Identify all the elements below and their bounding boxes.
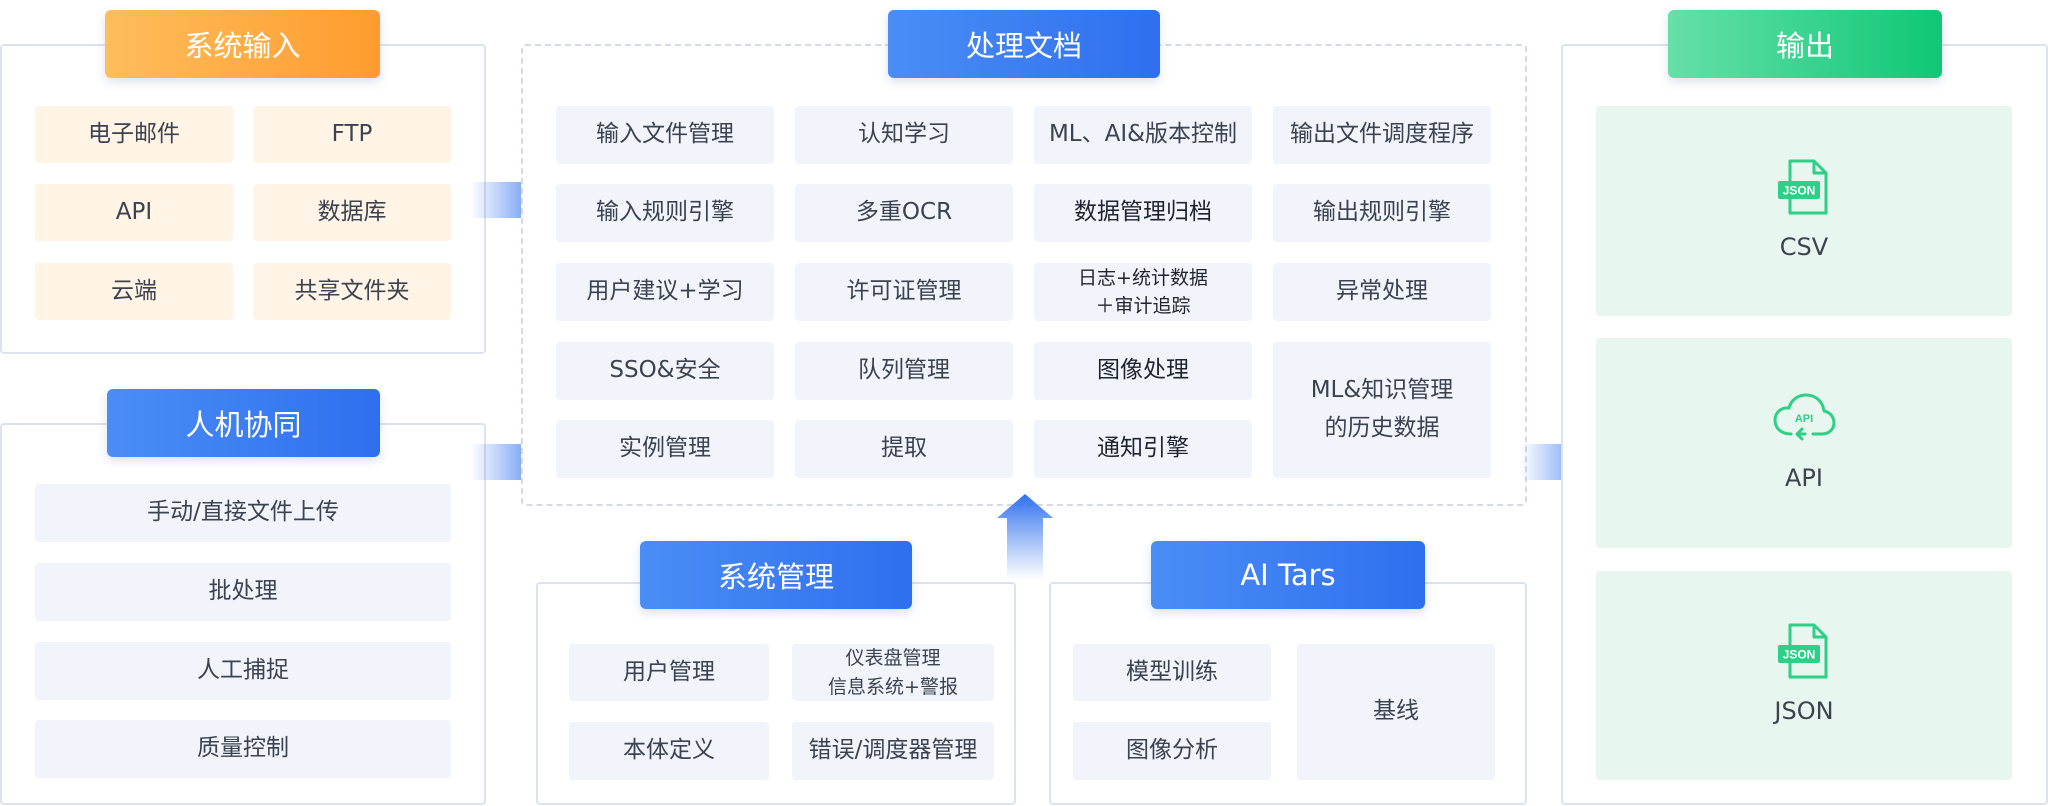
ai-model-training: 模型训练 (1073, 644, 1271, 701)
mgmt-ontology: 本体定义 (569, 722, 769, 780)
output-label-api: API (1785, 463, 1823, 492)
proc-image-processing: 图像处理 (1034, 342, 1252, 400)
ai-tars-title: AI Tars (1151, 541, 1425, 609)
output-item-api: API API (1596, 338, 2012, 548)
ai-image-analysis: 图像分析 (1073, 722, 1271, 780)
proc-instance-mgmt: 实例管理 (556, 420, 774, 478)
input-ftp: FTP (253, 106, 451, 163)
proc-data-archive: 数据管理归档 (1034, 184, 1252, 242)
proc-ml-ai-version: ML、AI&版本控制 (1034, 106, 1252, 164)
svg-text:JSON: JSON (1783, 648, 1816, 662)
human-capture: 人工捕捉 (35, 642, 451, 700)
proc-cognitive-learning: 认知学习 (795, 106, 1013, 164)
input-database: 数据库 (253, 184, 451, 241)
proc-input-file-mgmt: 输入文件管理 (556, 106, 774, 164)
proc-output-scheduler: 输出文件调度程序 (1273, 106, 1491, 164)
proc-exception-handling: 异常处理 (1273, 263, 1491, 321)
processing-title: 处理文档 (888, 10, 1160, 78)
system-mgmt-title: 系统管理 (640, 541, 912, 609)
proc-ml-knowledge-history: ML&知识管理 的历史数据 (1273, 342, 1491, 478)
system-input-title: 系统输入 (105, 10, 380, 78)
output-label-csv: CSV (1779, 232, 1829, 261)
api-cloud-icon: API (1773, 393, 1836, 441)
output-item-json: JSON JSON (1596, 571, 2012, 780)
input-api: API (35, 184, 233, 241)
proc-queue-mgmt: 队列管理 (795, 342, 1013, 400)
proc-multi-ocr: 多重OCR (795, 184, 1013, 242)
input-shared-folder: 共享文件夹 (253, 263, 451, 320)
input-email: 电子邮件 (35, 106, 233, 163)
input-cloud: 云端 (35, 263, 233, 320)
proc-notification-engine: 通知引擎 (1034, 420, 1252, 478)
human-batch: 批处理 (35, 563, 451, 621)
proc-input-rule-engine: 输入规则引擎 (556, 184, 774, 242)
proc-extraction: 提取 (795, 420, 1013, 478)
ai-baseline: 基线 (1297, 644, 1495, 780)
proc-sso-security: SSO&安全 (556, 342, 774, 400)
arrow-mgmt-to-processing (997, 494, 1053, 580)
mgmt-error-scheduler: 错误/调度器管理 (792, 722, 994, 780)
output-title: 输出 (1668, 10, 1942, 78)
json-file-icon: JSON (1778, 623, 1828, 679)
svg-text:API: API (1795, 413, 1813, 425)
proc-output-rule-engine: 输出规则引擎 (1273, 184, 1491, 242)
output-label-json: JSON (1774, 697, 1834, 726)
json-file-icon: JSON (1778, 159, 1828, 215)
human-upload: 手动/直接文件上传 (35, 484, 451, 542)
proc-user-suggest: 用户建议+学习 (556, 263, 774, 321)
proc-log-stats-audit: 日志+统计数据 ＋审计追踪 (1034, 263, 1252, 321)
proc-license-mgmt: 许可证管理 (795, 263, 1013, 321)
human-collab-title: 人机协同 (107, 389, 380, 457)
svg-text:JSON: JSON (1783, 183, 1816, 197)
human-quality: 质量控制 (35, 720, 451, 778)
mgmt-dashboard: 仪表盘管理 信息系统+警报 (792, 644, 994, 701)
output-item-csv: JSON CSV (1596, 106, 2012, 316)
mgmt-user-mgmt: 用户管理 (569, 644, 769, 701)
